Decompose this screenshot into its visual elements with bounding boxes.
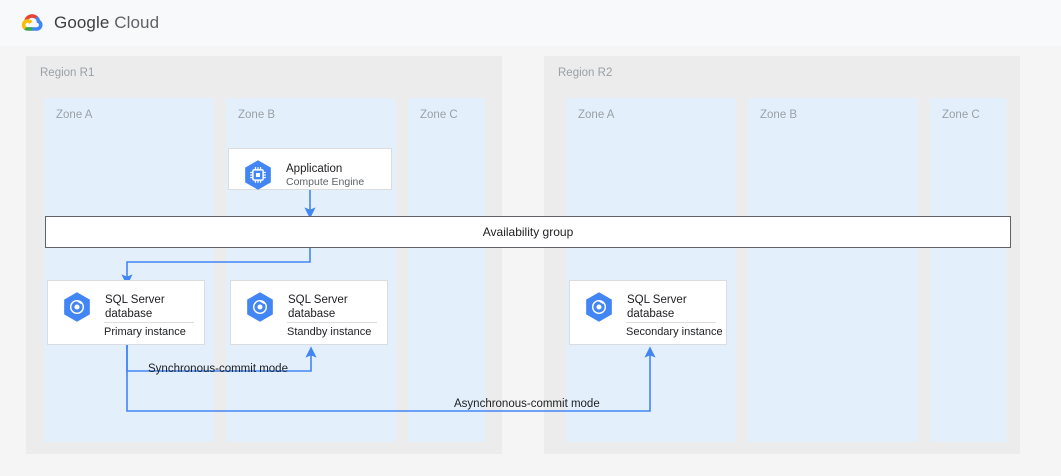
standby-database-footer: Standby instance [287, 326, 372, 338]
secondary-database-text: SQL Server database [627, 293, 687, 321]
sql-server-database-icon [586, 292, 612, 322]
secondary-database-content: SQL Server database [570, 281, 726, 332]
brand-text: Google Cloud [54, 13, 159, 33]
synchronous-commit-mode-label: Synchronous-commit mode [148, 363, 288, 375]
standby-database-card[interactable]: SQL Server database Standby instance [230, 280, 388, 345]
primary-database-text: SQL Server database [105, 293, 165, 321]
application-title: Application [286, 162, 343, 175]
secondary-database-footer: Secondary instance [626, 326, 723, 338]
card-divider [626, 322, 716, 323]
availability-group-label: Availability group [482, 225, 574, 239]
compute-engine-icon [245, 160, 271, 190]
application-card-content: Application Compute Engine [229, 149, 391, 200]
region-r1-zone-a: Zone A [44, 98, 214, 442]
region-r2-zone-a: Zone A [566, 98, 736, 442]
card-divider [104, 322, 194, 323]
brand-google-label: Google [54, 12, 110, 32]
brand: Google Cloud [18, 9, 159, 36]
region-r1-zone-c: Zone C [408, 98, 485, 442]
standby-database-text: SQL Server database [288, 293, 348, 321]
standby-database-title: SQL Server database [288, 294, 348, 320]
region-r1-label: Region R1 [40, 67, 95, 79]
zone-label: Zone C [942, 109, 980, 121]
region-r2-zone-c: Zone C [930, 98, 1007, 442]
primary-database-content: SQL Server database [48, 281, 204, 332]
availability-group-bar[interactable]: Availability group [45, 216, 1011, 248]
google-cloud-logo-icon [21, 14, 43, 31]
standby-database-content: SQL Server database [231, 281, 387, 332]
zone-label: Zone C [420, 109, 458, 121]
page-header: Google Cloud [0, 0, 1061, 46]
application-card-text: Application Compute Engine [286, 162, 364, 189]
primary-database-title: SQL Server database [105, 294, 165, 320]
zone-label: Zone A [56, 109, 93, 121]
zone-label: Zone B [760, 109, 798, 121]
asynchronous-commit-mode-label: Asynchronous-commit mode [454, 398, 600, 410]
card-divider [287, 322, 377, 323]
zone-label: Zone B [238, 109, 276, 121]
primary-database-card[interactable]: SQL Server database Primary instance [47, 280, 205, 345]
sql-server-database-icon [64, 292, 90, 322]
primary-database-footer: Primary instance [104, 326, 186, 338]
brand-cloud-label: Cloud [114, 12, 160, 32]
region-r2-zone-b: Zone B [748, 98, 918, 442]
sql-server-database-icon [247, 292, 273, 322]
application-subtitle: Compute Engine [286, 175, 365, 188]
application-card[interactable]: Application Compute Engine [228, 148, 392, 190]
region-r2-label: Region R2 [558, 67, 613, 79]
secondary-database-card[interactable]: SQL Server database Secondary instance [569, 280, 727, 345]
secondary-database-title: SQL Server database [627, 294, 687, 320]
zone-label: Zone A [578, 109, 615, 121]
